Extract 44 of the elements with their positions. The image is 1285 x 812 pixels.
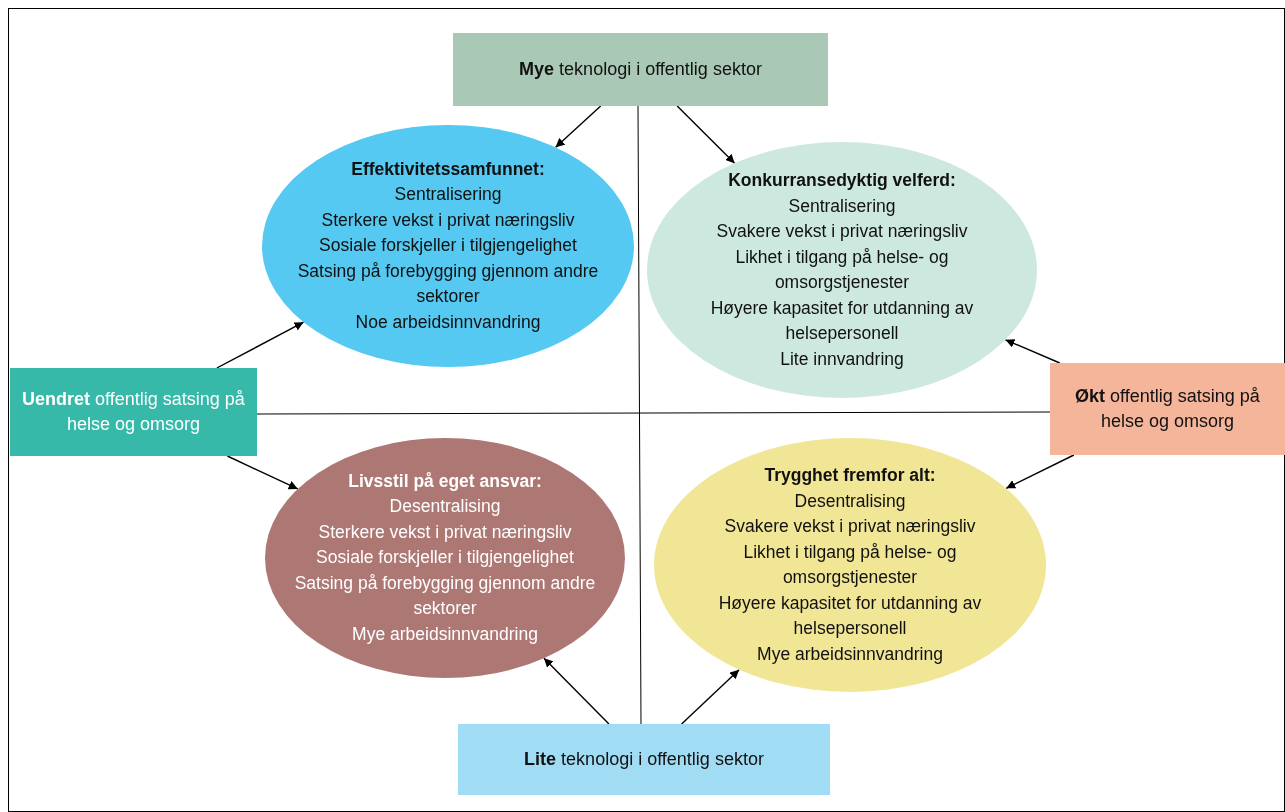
arrow <box>1005 454 1075 489</box>
scenario-item: Mye arbeidsinnvandring <box>757 642 943 666</box>
axis-label: Mye teknologi i offentlig sektor <box>518 58 763 81</box>
scenario-ellipse <box>262 125 634 367</box>
scenario-ellipse <box>265 438 625 678</box>
arrow <box>216 321 305 369</box>
scenario-item: Likhet i tilgang på helse- og omsorgstjenester <box>742 540 958 589</box>
scenario-title: Konkurransedyktig velferd: <box>728 169 956 192</box>
arrow <box>554 105 602 148</box>
scenario-item: Høyere kapasitet for utdanning av helsepersonell <box>717 591 983 640</box>
scenario-title: Trygghet fremfor alt: <box>764 464 936 487</box>
scenario-ellipse <box>654 438 1046 692</box>
scenario-title: Livsstil på eget ansvar: <box>348 469 542 493</box>
scenario-item: Sentralisering <box>788 194 896 218</box>
axis-box <box>458 724 830 795</box>
arrow <box>680 669 740 725</box>
axis-box <box>10 368 257 456</box>
arrow <box>543 657 610 725</box>
scenario-item: Sosiale forskjeller i tilgjengelighet <box>319 234 577 258</box>
scenario-item: Satsing på forebygging gjennom andre sektorer <box>293 571 597 621</box>
scenario-item: Svakere vekst i privat næringsliv <box>716 220 968 243</box>
axis-label: Uendret offentlig satsing på helse og omsorg <box>21 388 246 436</box>
arrow <box>226 455 299 490</box>
scenario-item: Sentralisering <box>394 183 502 207</box>
scenario-item: Mye arbeidsinnvandring <box>352 622 538 646</box>
scenario-item: Sosiale forskjeller i tilgjengelighet <box>316 546 574 570</box>
scenario-item: Noe arbeidsinnvandring <box>355 310 541 334</box>
scenario-item: Desentralising <box>389 495 501 519</box>
arrow <box>1004 339 1061 364</box>
axis-label: Lite teknologi i offentlig sektor <box>523 748 765 771</box>
scenario-title: Effektivitetssamfunnet: <box>351 157 545 181</box>
axis-label: Økt offentlig satsing på helse og omsorg <box>1074 385 1261 433</box>
scenario-item: Desentralising <box>794 489 906 513</box>
axis-box <box>1050 363 1285 455</box>
scenario-item: Sterkere vekst i privat næringsliv <box>321 208 575 232</box>
arrow <box>676 105 736 164</box>
scenario-item: Sterkere vekst i privat næringsliv <box>318 520 572 544</box>
scenario-item: Satsing på forebygging gjennom andre sektorer <box>296 259 600 309</box>
scenario-item: Svakere vekst i privat næringsliv <box>724 515 976 538</box>
scenario-item: Lite innvandring <box>780 347 904 371</box>
scenario-item: Likhet i tilgang på helse- og omsorgstjenester <box>734 245 950 294</box>
axis-box <box>453 33 828 106</box>
scenario-ellipse <box>647 142 1037 398</box>
scenario-item: Høyere kapasitet for utdanning av helsepersonell <box>709 296 975 345</box>
